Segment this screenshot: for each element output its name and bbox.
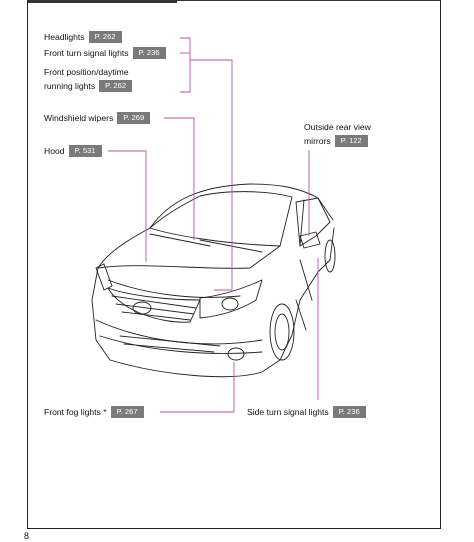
page-ref-badge[interactable]: P. 122 <box>334 135 368 147</box>
callout-label: Front fog lights <box>44 407 101 417</box>
page-ref-badge[interactable]: P. 267 <box>110 406 144 418</box>
leader-wipers <box>164 117 195 240</box>
page-frame <box>27 0 441 529</box>
callout-label: Side turn signal lights <box>247 407 329 417</box>
callout-label: running lights <box>44 81 96 91</box>
callout-front-fog-lights: Front fog lights *P. 267 <box>44 406 144 418</box>
callout-label: mirrors <box>304 136 331 146</box>
callout-label: Front turn signal lights <box>44 48 129 58</box>
leader-headlights <box>190 59 233 291</box>
page-ref-badge[interactable]: P. 262 <box>99 80 133 92</box>
page-ref-badge[interactable]: P. 269 <box>117 112 151 124</box>
leader-fog <box>160 362 235 413</box>
page-ref-badge[interactable]: P. 236 <box>132 47 166 59</box>
callout-label: Front position/daytime <box>44 67 129 77</box>
headlight-right <box>199 279 263 319</box>
callout-mirrors-line1: Outside rear view <box>304 122 371 133</box>
front-wheel <box>269 303 295 361</box>
side-window <box>295 197 331 247</box>
hood-line <box>97 245 281 269</box>
rear-wheel <box>324 239 336 273</box>
callout-label: Windshield wipers <box>44 113 114 123</box>
car-body <box>91 227 335 378</box>
callout-label: Outside rear view <box>304 122 371 132</box>
page-ref-badge[interactable]: P. 531 <box>68 145 102 157</box>
callout-front-position-line1: Front position/daytime <box>44 67 129 78</box>
fog-light <box>227 347 245 361</box>
grille <box>107 287 201 323</box>
footnote-marker: * <box>103 407 107 417</box>
headlight-left <box>95 263 113 291</box>
wiper <box>149 233 263 253</box>
callout-label: Hood <box>44 146 65 156</box>
page-ref-badge[interactable]: P. 236 <box>332 406 366 418</box>
leader-hood <box>108 150 147 262</box>
leader-headlights-bracket <box>180 37 191 93</box>
header-rule <box>27 0 177 3</box>
page-number: 8 <box>24 531 30 541</box>
windshield <box>149 191 293 247</box>
side-mirror <box>299 231 321 249</box>
page-ref-badge[interactable]: P. 262 <box>88 31 122 43</box>
header-rule-thin <box>177 0 441 1</box>
car-roof <box>149 183 334 229</box>
callout-label: Headlights <box>44 32 85 42</box>
